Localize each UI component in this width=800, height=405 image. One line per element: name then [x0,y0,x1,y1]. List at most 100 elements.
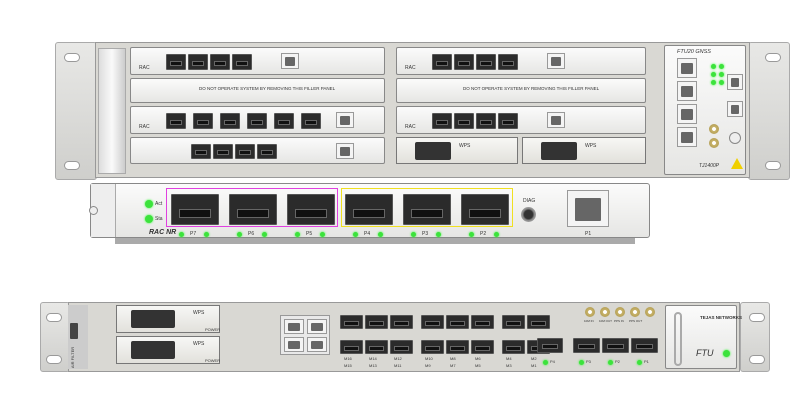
port-led [378,232,383,237]
qsfp-port-m4[interactable] [502,315,525,329]
card-slot-5[interactable] [130,137,385,164]
qsfp-port-m14[interactable] [365,315,388,329]
psu-bottom-2[interactable]: WPS POWER [116,336,220,364]
act-led [145,200,153,208]
port-label: M4 [506,356,512,361]
rack-ear-left [40,302,70,372]
qsfp-port-m8[interactable] [446,315,469,329]
sfp-port[interactable] [476,54,496,70]
uplink-port-p3[interactable] [573,338,600,353]
port-led [320,232,325,237]
port-label: M6 [475,356,481,361]
sfp-port[interactable] [191,144,211,159]
sfp-port[interactable] [432,54,452,70]
qsfp-port-m12[interactable] [390,315,413,329]
sfp-port[interactable] [476,113,496,129]
sfp-port-p3[interactable] [403,194,451,225]
psu-top-1[interactable]: WPS [396,137,518,164]
sta-led [145,215,153,223]
sfp-port[interactable] [247,113,267,129]
sfp-port[interactable] [454,54,474,70]
rac-card-slot-3[interactable]: RAC [130,106,385,134]
uplink-port-p1[interactable] [631,338,658,353]
card-name: RAC NR [149,229,177,236]
filler-panel-left: DO NOT OPERATE SYSTEM BY REMOVING THIS F… [130,78,385,103]
port-led [579,360,584,365]
sfp-port[interactable] [166,54,186,70]
sfp-port[interactable] [257,144,277,159]
ethernet-port[interactable] [547,112,565,128]
psu-top-2[interactable]: WPS [522,137,646,164]
qsfp-port-m13[interactable] [365,340,388,354]
port-label: M14 [369,356,377,361]
sfp-port[interactable] [210,54,230,70]
qsfp-port-m15[interactable] [340,340,363,354]
ethernet-port[interactable] [281,53,299,69]
uplink-port-p4[interactable] [537,338,563,353]
sfp-port[interactable] [188,54,208,70]
sfp-port-p7[interactable] [171,194,219,225]
sma-connector[interactable] [630,307,640,317]
sfp-port[interactable] [220,113,240,129]
sfp-port[interactable] [498,113,518,129]
sma-connector[interactable] [615,307,625,317]
sfp-port-p6[interactable] [229,194,277,225]
sfp-port[interactable] [301,113,321,129]
psu-bottom-1[interactable]: WPS POWER [116,305,220,333]
sfp-port[interactable] [213,144,233,159]
sfp-port-p4[interactable] [345,194,393,225]
psu-label: WPS [585,143,597,149]
sfp-port[interactable] [498,54,518,70]
ftu-gnss-module[interactable]: FTU20 GNSS TJ1400P [664,45,746,175]
air-filter[interactable]: AIR FILTER [68,305,88,369]
sfp-port[interactable] [235,144,255,159]
sfp-port-p5[interactable] [287,194,335,225]
sfp-port[interactable] [274,113,294,129]
qsfp-port-m11[interactable] [390,340,413,354]
port-label: M16 [344,356,352,361]
sma-label: 10M OUT [599,319,613,323]
ethernet-port-p1[interactable] [567,190,609,227]
sma-connector[interactable] [600,307,610,317]
ethernet-port[interactable] [336,143,354,159]
sfp-port[interactable] [432,113,452,129]
rac-card-slot-1[interactable]: RAC [130,47,385,75]
ethernet-port[interactable] [336,112,354,128]
qsfp-port-m5[interactable] [471,340,494,354]
ftu-module[interactable]: TEJAS NETWORKS FTU [665,305,742,369]
qsfp-port-m10[interactable] [421,315,444,329]
sfp-port[interactable] [193,113,213,129]
handle[interactable] [98,48,126,174]
sfp-port[interactable] [454,113,474,129]
port-label: M3 [506,363,512,368]
brand-logo: TEJAS NETWORKS [700,315,743,320]
sta-label: Sta [155,216,163,222]
rac-card-slot-2[interactable]: RAC [396,47,646,75]
diag-button[interactable] [521,207,536,222]
qsfp-port-m3[interactable] [502,340,525,354]
port-led [237,232,242,237]
qsfp-port-m16[interactable] [340,315,363,329]
sma-connector[interactable] [585,307,595,317]
sfp-port[interactable] [166,113,186,129]
qsfp-port-m6[interactable] [471,315,494,329]
port-label: M15 [344,363,352,368]
rac-card-slot-4[interactable]: RAC [396,106,646,134]
qsfp-port-m9[interactable] [421,340,444,354]
filler-warning: DO NOT OPERATE SYSTEM BY REMOVING THIS F… [463,86,600,91]
rack-ear-right [748,42,790,180]
sma-connector[interactable] [645,307,655,317]
card-label: RAC [139,124,150,130]
sfp-port[interactable] [232,54,252,70]
port-led [543,360,548,365]
qsfp-port-m2[interactable] [527,315,550,329]
qsfp-port-m7[interactable] [446,340,469,354]
sfp-port-p2[interactable] [461,194,509,225]
port-label: M10 [425,356,433,361]
uplink-port-p2[interactable] [602,338,629,353]
sma-label: 10M IN [584,319,594,323]
diag-label: DIAG [523,198,536,204]
port-led [295,232,300,237]
ethernet-port[interactable] [547,53,565,69]
